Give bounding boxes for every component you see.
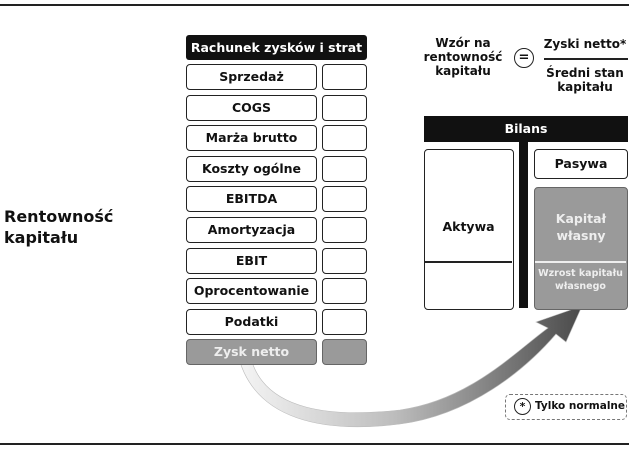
formula-numerator: Zyski netto* [543,37,627,51]
liabilities-box: Pasywa [534,149,628,179]
bottom-rule [0,443,629,445]
formula-denominator: Średni stan kapitału [546,66,624,94]
income-row-value-box [322,248,367,274]
income-row-value-box [322,217,367,243]
formula-label: Wzór na rentowność kapitału [423,36,503,78]
assets-divider [425,261,512,263]
income-row-value-box [322,339,367,365]
page-title: Rentowność kapitału [4,207,114,247]
legend-text: Tylko normalne [535,400,626,412]
income-row-label: Oprocentowanie [186,278,317,304]
income-row-value-box [322,309,367,335]
income-row-value-box [322,186,367,212]
income-row-label: Sprzedaż [186,64,317,90]
income-row-value-box [322,125,367,151]
income-row-label: Podatki [186,309,317,335]
asterisk-icon: * [514,398,531,415]
income-row-value-box [322,278,367,304]
fraction-bar [544,58,628,60]
equity-divider [535,261,626,263]
equity-label: Kapitał własny [555,211,607,243]
assets-label: Aktywa [442,219,495,234]
equals-icon: = [514,48,534,68]
income-row-label: Marża brutto [186,125,317,151]
income-row-label: EBITDA [186,186,317,212]
flow-arrow-shape [239,305,583,428]
income-row-label: COGS [186,95,317,121]
assets-box: Aktywa [424,149,514,310]
income-row-value-box [322,64,367,90]
income-row-value-box [322,156,367,182]
top-rule [0,4,629,6]
income-row-value-box [322,95,367,121]
legend: * Tylko normalne [505,394,627,420]
equity-box: Kapitał własny Wzrost kapitału własnego [534,187,628,310]
balance-sheet-header: Bilans [424,116,628,142]
income-row-label: Koszty ogólne [186,156,317,182]
balance-sheet-divider [519,142,528,308]
income-statement-header: Rachunek zysków i strat [186,35,367,60]
income-row-label: Amortyzacja [186,217,317,243]
income-row-label: EBIT [186,248,317,274]
equity-growth-label: Wzrost kapitału własnego [538,268,623,292]
income-row-label: Zysk netto [186,339,317,365]
